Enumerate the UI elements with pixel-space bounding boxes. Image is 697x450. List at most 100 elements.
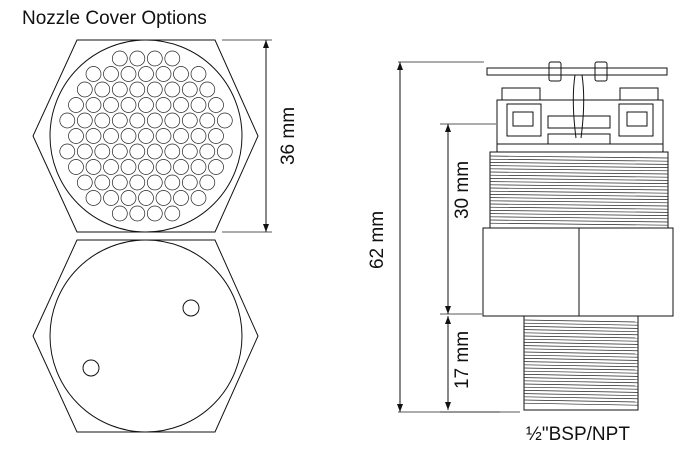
- lower-thread: [523, 315, 639, 411]
- perforation-hole: [85, 128, 102, 144]
- nozzle-body: [482, 227, 674, 317]
- perforation-hole: [208, 97, 224, 113]
- perforation-hole: [199, 81, 216, 98]
- thread-line: [523, 348, 639, 352]
- perforation-hole: [120, 190, 137, 206]
- perforation-hole: [173, 66, 189, 82]
- perforation-hole: [155, 159, 172, 175]
- perforation-hole: [181, 143, 198, 160]
- thread-line: [523, 329, 639, 332]
- perforation-hole: [59, 143, 76, 160]
- perforation-hole: [190, 190, 207, 206]
- perforated-cover-rim: [49, 39, 243, 233]
- perforation-hole: [68, 128, 84, 144]
- thread-line: [523, 374, 639, 377]
- perforation-hole: [173, 159, 189, 175]
- cover-width-label: 36 mm: [278, 107, 299, 165]
- perforation-hole: [103, 128, 119, 144]
- thread-line: [489, 181, 669, 184]
- thread-line: [523, 402, 639, 406]
- perforation-hole: [76, 174, 93, 191]
- perforation-hole: [146, 50, 163, 67]
- thread-line: [489, 155, 669, 159]
- perforation-hole: [94, 143, 111, 160]
- perforation-hole: [94, 112, 111, 129]
- perforation-hole: [190, 159, 207, 175]
- perforation-hole: [76, 143, 93, 160]
- thread-line: [523, 390, 639, 393]
- perforation-hole: [164, 174, 181, 191]
- thread-line: [523, 383, 639, 387]
- perforation-hole: [94, 174, 111, 191]
- perforation-hole: [199, 112, 216, 129]
- thread-line: [523, 354, 639, 358]
- cover-width-dimension: 36 mm: [222, 39, 299, 233]
- perforation-hole: [164, 143, 181, 160]
- perforation-hole: [103, 190, 119, 206]
- top-plate: [486, 67, 668, 76]
- thread-line: [523, 367, 639, 371]
- perforation-hole: [146, 112, 163, 129]
- thread-height-label: 17 mm: [452, 331, 473, 389]
- perforation-hole: [138, 190, 154, 206]
- thread-line: [523, 380, 639, 384]
- thread-line: [523, 342, 639, 345]
- thread-spec-label: ½"BSP/NPT: [526, 424, 630, 445]
- thread-line: [523, 332, 639, 336]
- perforation-hole: [173, 190, 189, 206]
- thread-line: [523, 396, 639, 400]
- perforation-hole: [190, 128, 207, 144]
- perforation-hole: [164, 50, 181, 67]
- thread-line: [489, 165, 669, 168]
- perforation-hole: [138, 128, 154, 144]
- solid-cover-hex: [32, 239, 259, 433]
- perforation-hole: [155, 190, 172, 206]
- thread-line: [523, 364, 639, 368]
- thread-line: [489, 216, 669, 220]
- perforation-hole: [181, 112, 198, 129]
- perforation-hole: [85, 159, 102, 175]
- solid-cover-rim: [49, 239, 243, 433]
- thread-line: [523, 399, 639, 403]
- thread-line: [489, 184, 669, 188]
- perforation-hole: [181, 174, 198, 191]
- perforation-hole: [103, 159, 119, 175]
- overall-height-dimension: 62 mm: [367, 61, 500, 413]
- perforation-hole: [199, 143, 216, 160]
- diagram-title: Nozzle Cover Options: [22, 8, 207, 29]
- thread-line: [523, 322, 639, 326]
- nozzle-side-view: [482, 61, 674, 411]
- thread-line: [489, 178, 669, 181]
- perforation-hole: [68, 97, 84, 113]
- perforation-hole: [85, 97, 102, 113]
- thread-line: [489, 187, 669, 191]
- perforated-cover: [32, 39, 259, 233]
- perforation-hole: [129, 112, 146, 129]
- thread-line: [489, 168, 669, 172]
- thread-line: [523, 386, 639, 390]
- overall-height-label: 62 mm: [367, 211, 388, 269]
- perforation-hole: [129, 143, 146, 160]
- thread-line: [523, 345, 639, 348]
- perforation-hole: [129, 205, 146, 222]
- thread-line: [489, 206, 669, 210]
- perforation-hole: [129, 50, 146, 67]
- perforation-hole: [76, 81, 93, 98]
- perforation-hole: [190, 97, 207, 113]
- perforation-hole: [120, 159, 137, 175]
- perforation-hole: [85, 66, 102, 82]
- perforation-hole: [120, 128, 137, 144]
- thread-line: [523, 361, 639, 364]
- thread-line: [523, 370, 639, 374]
- body-height-label: 30 mm: [452, 161, 473, 219]
- perforation-hole: [155, 66, 172, 82]
- thread-line: [523, 358, 639, 361]
- perforation-holes: [59, 50, 233, 222]
- thread-line: [489, 171, 669, 175]
- thread-line: [489, 194, 669, 197]
- solid-cover-hole-upper: [182, 299, 200, 317]
- perforation-hole: [111, 50, 128, 67]
- thread-line: [523, 335, 639, 339]
- perforation-hole: [181, 81, 198, 98]
